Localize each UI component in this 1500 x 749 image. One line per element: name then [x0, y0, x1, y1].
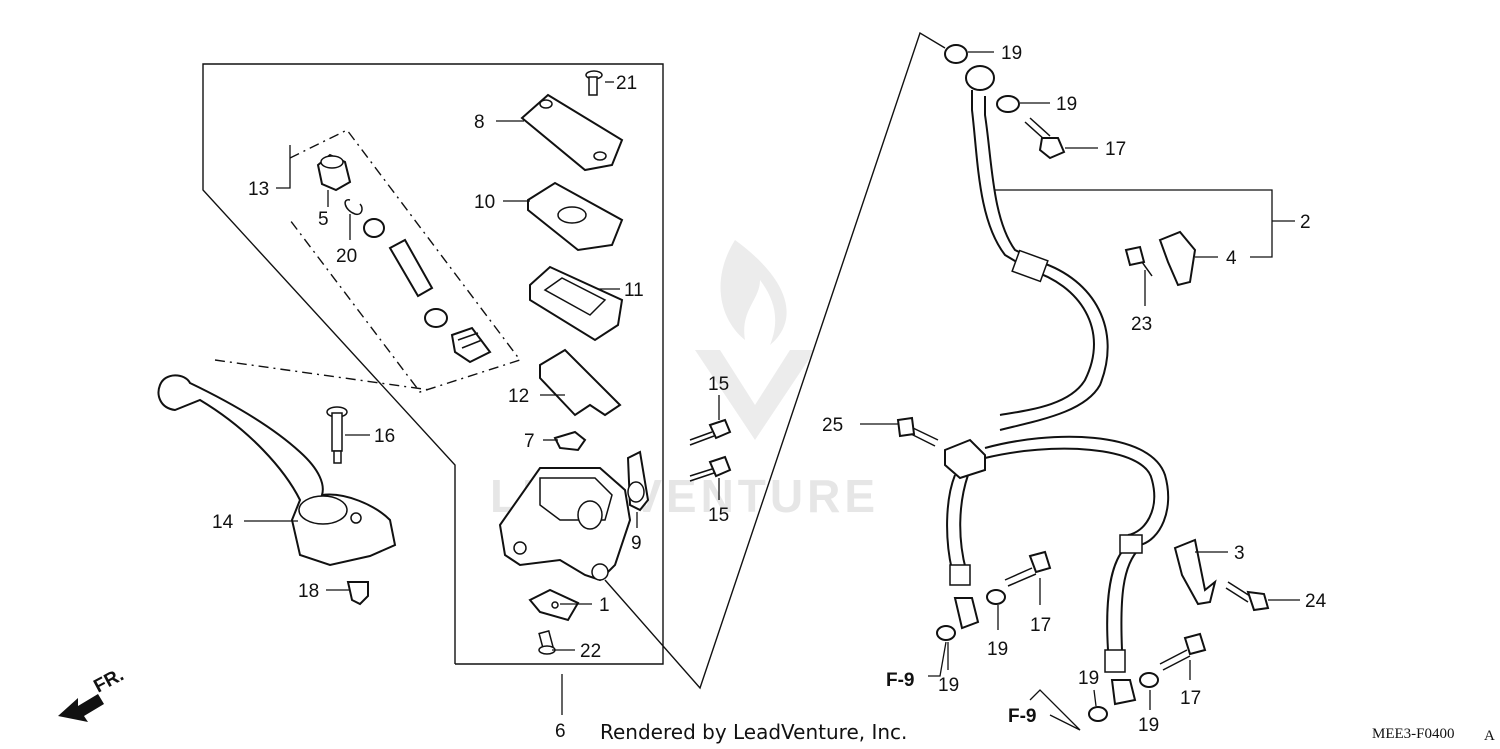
- bolt-15-upper: [689, 418, 732, 446]
- direction-label: FR.: [90, 665, 127, 698]
- piston-kit-bracket: [289, 129, 522, 393]
- callout-12: 12: [508, 386, 529, 407]
- credit-text: Rendered by LeadVenture, Inc.: [600, 720, 907, 744]
- callout-15-upper: 15: [708, 374, 729, 395]
- callout-23: 23: [1131, 314, 1152, 335]
- callout-11: 11: [624, 280, 644, 301]
- bolt-15-lower: [689, 455, 732, 482]
- pivot-bolt-16: [326, 406, 348, 464]
- bolt-25: [896, 416, 939, 447]
- banjo-link-line: [604, 31, 946, 690]
- nut-18: [346, 581, 369, 606]
- bolt-24: [1225, 581, 1270, 612]
- callout-24: 24: [1305, 591, 1327, 612]
- diagram-code: MEE3-F0400: [1372, 726, 1455, 742]
- front-direction-indicator: FR.: [58, 665, 127, 722]
- lever-divider: [214, 359, 431, 391]
- callout-17-upper: 17: [1105, 139, 1126, 160]
- callout-15-lower: 15: [708, 505, 729, 526]
- callout-19-left: 19: [938, 675, 959, 696]
- callout-4: 4: [1226, 248, 1237, 269]
- washers-19: [936, 95, 1159, 722]
- callout-22: 22: [580, 641, 601, 662]
- callout-17-lower: 17: [1180, 688, 1201, 709]
- callout-19-mid: 19: [987, 639, 1008, 660]
- callout-16: 16: [374, 426, 395, 447]
- callout-5: 5: [318, 209, 329, 230]
- callout-1: 1: [599, 595, 610, 616]
- callout-25: 25: [822, 415, 843, 436]
- group-frame: [202, 63, 664, 665]
- boot-7: [553, 430, 587, 452]
- callout-19-bottom-b: 19: [1138, 715, 1159, 736]
- brake-hose-assembly: [944, 44, 1170, 706]
- diagram-code-suffix: A: [1484, 728, 1495, 744]
- plate-12: [539, 348, 622, 417]
- callout-2: 2: [1300, 212, 1311, 233]
- callout-10: 10: [474, 192, 495, 213]
- callout-7: 7: [524, 431, 535, 452]
- callout-9: 9: [631, 533, 642, 554]
- ref-f9-bottom: F-9: [1008, 706, 1037, 727]
- callout-6: 6: [555, 721, 566, 742]
- bolt-17-mid: [1004, 550, 1052, 587]
- callout-20: 20: [336, 246, 357, 267]
- diaphragm: [529, 265, 624, 342]
- reservoir-cap: [520, 93, 624, 172]
- leader-lines: [244, 51, 1300, 731]
- callout-3: 3: [1234, 543, 1245, 564]
- callout-17-mid: 17: [1030, 615, 1051, 636]
- watermark-v-mark: [695, 350, 815, 440]
- callout-18: 18: [298, 581, 319, 602]
- bolt-17-lower: [1159, 632, 1207, 671]
- callout-19-top: 19: [1001, 43, 1022, 64]
- clamp-3: [1173, 538, 1217, 606]
- brake-lever: [157, 374, 397, 567]
- front-arrow-icon: [58, 694, 104, 722]
- callout-19-bottom-a: 19: [1078, 668, 1099, 689]
- callout-19-second: 19: [1056, 94, 1077, 115]
- callout-13: 13: [248, 179, 269, 200]
- callout-14: 14: [212, 512, 234, 533]
- watermark-logo: [720, 240, 787, 345]
- brake-switch: [528, 588, 580, 622]
- screw-21: [585, 70, 603, 96]
- bolt-23: [1124, 245, 1153, 277]
- piston-kit-parts: [316, 153, 492, 364]
- bolt-17-upper: [1024, 117, 1066, 160]
- cap-plate: [527, 181, 624, 252]
- clamp-4: [1158, 230, 1197, 287]
- ref-f9-left: F-9: [886, 670, 915, 691]
- clamp-holder: [626, 450, 650, 512]
- callout-21: 21: [616, 73, 637, 94]
- master-cylinder-body: [498, 467, 632, 582]
- screw-22: [538, 630, 556, 655]
- callout-8: 8: [474, 112, 485, 133]
